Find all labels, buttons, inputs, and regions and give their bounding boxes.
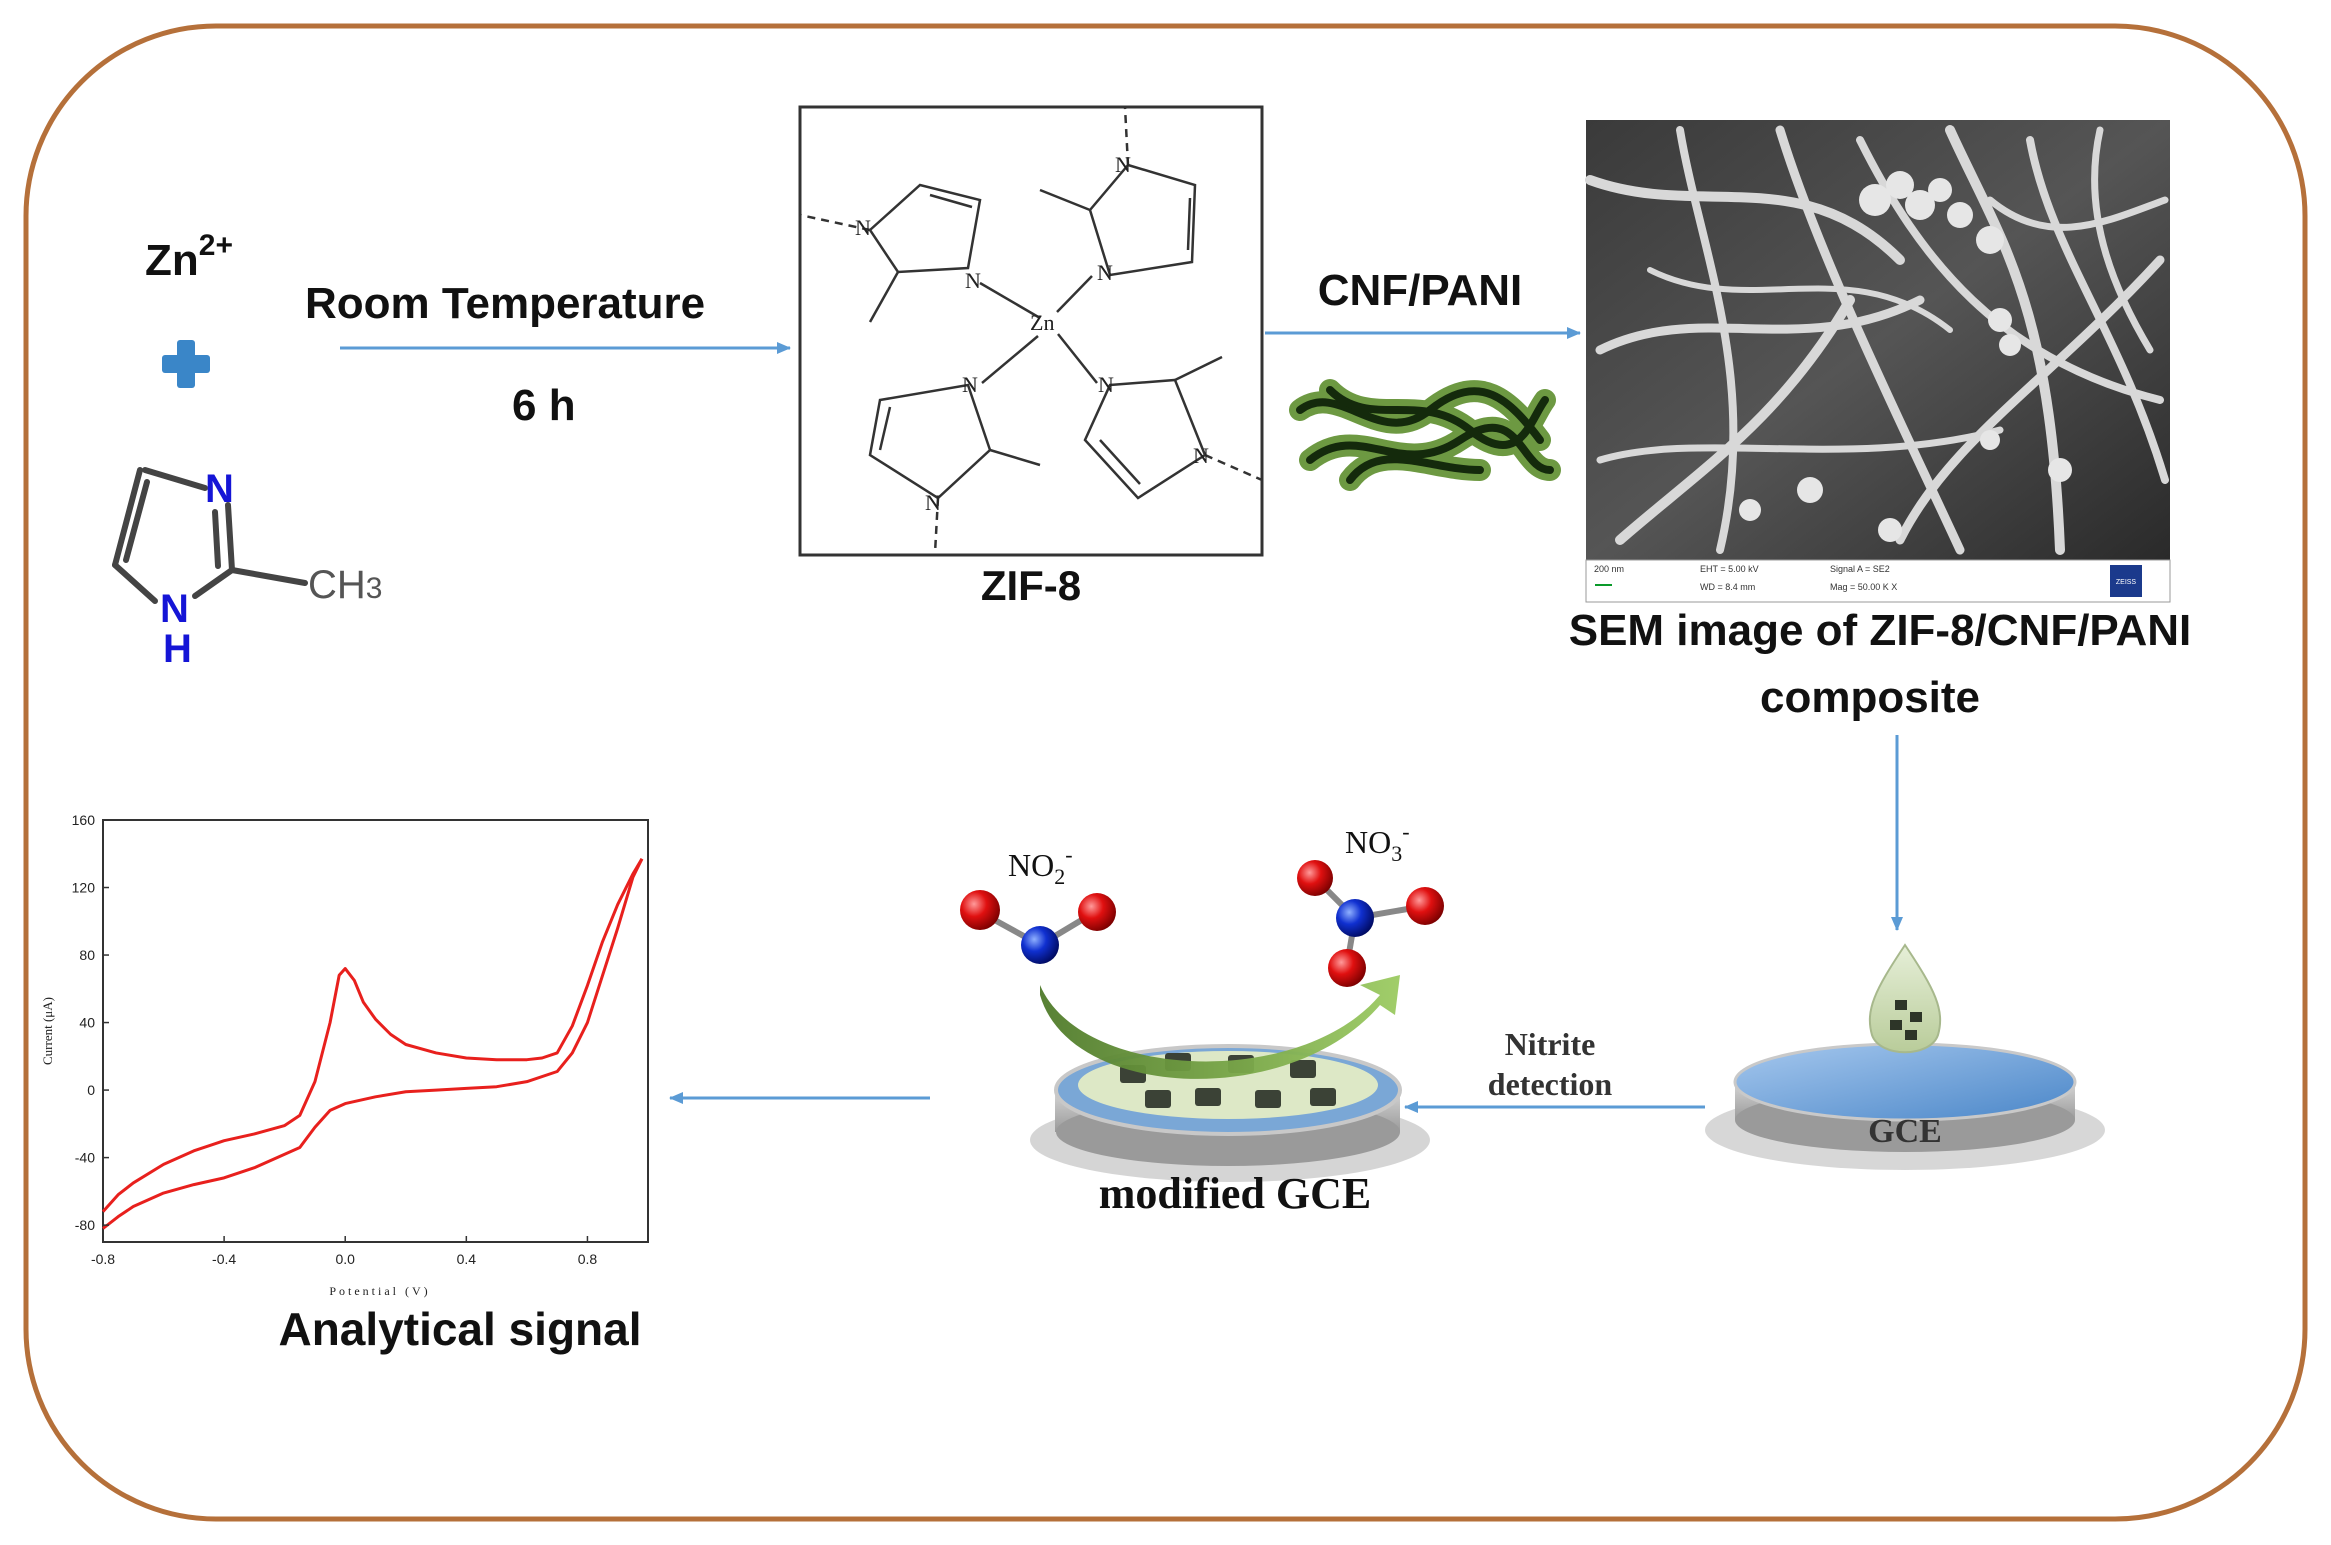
cv-xlabel: Potential (V) <box>329 1284 430 1298</box>
nitrate-molecule <box>1297 860 1444 987</box>
step2-label: CNF/PANI <box>1318 266 1523 315</box>
cv-ytick-label: -40 <box>75 1150 95 1166</box>
zif8-n-4a: N <box>1098 372 1114 397</box>
step2-group: CNF/PANI <box>1265 266 1581 491</box>
sem-brand-logo <box>2110 565 2142 597</box>
step1-group: Room Temperature 6 h <box>305 279 791 430</box>
zif8-label: ZIF-8 <box>981 562 1081 609</box>
methyl-label: CH3 <box>308 563 382 607</box>
cv-ytick-label: 160 <box>72 812 96 828</box>
nitrite-detection-group: Nitrite detection <box>1404 1026 1705 1113</box>
zif8-zinc-label: Zn <box>1030 310 1054 335</box>
cnf-pani-fibers-icon <box>1289 379 1561 491</box>
nitrite-molecule <box>960 890 1116 964</box>
nitrate-formula: NO3- <box>1345 819 1410 866</box>
sem-brand-text: ZEISS <box>2116 579 2137 586</box>
sem-info-2: WD = 8.4 mm <box>1700 582 1755 592</box>
ring-hydrogen: H <box>163 627 192 671</box>
modified-gce-label: modified GCE <box>1099 1169 1372 1218</box>
sem-fibers <box>1585 125 2169 555</box>
signal-caption: Analytical signal <box>278 1303 641 1355</box>
sem-image-group: 200 nm EHT = 5.00 kV WD = 8.4 mm Signal … <box>1569 120 2192 722</box>
cv-xtick-label: -0.8 <box>91 1251 115 1267</box>
detection-label-line1: Nitrite <box>1505 1026 1596 1062</box>
cv-ytick-label: 0 <box>87 1082 95 1098</box>
zif8-n-4b: N <box>1193 443 1209 468</box>
imidazole-structure <box>112 467 308 604</box>
zif8-n-3b: N <box>925 490 941 515</box>
zinc-ion-label: Zn2+ <box>145 229 233 285</box>
cv-xtick-label: 0.8 <box>578 1251 598 1267</box>
reactants-group: Zn2+ N N H CH3 <box>112 229 382 671</box>
gce-electrode-group: GCE <box>1705 943 2105 1170</box>
sem-info-1: EHT = 5.00 kV <box>1700 564 1759 574</box>
cv-xtick-label: 0.0 <box>335 1251 355 1267</box>
cv-xtick-label: -0.4 <box>212 1251 236 1267</box>
cv-ytick-label: 80 <box>79 947 95 963</box>
cv-ytick-label: -80 <box>75 1217 95 1233</box>
sem-caption-line1: SEM image of ZIF-8/CNF/PANI <box>1569 606 2192 655</box>
drop-icon <box>1868 943 1942 1054</box>
cv-ytick-label: 40 <box>79 1015 95 1031</box>
gce-label: GCE <box>1868 1113 1942 1150</box>
sem-info-4: Mag = 50.00 K X <box>1830 582 1897 592</box>
sem-info-bar <box>1585 559 2171 603</box>
cv-series-0 <box>101 858 644 1213</box>
cv-plot-frame <box>102 819 649 1243</box>
cv-chart: -0.8 -0.4 0.0 0.4 0.8 -80 -40 0 40 80 120 160 Curre… <box>40 812 649 1298</box>
sem-caption-line2: composite <box>1760 673 1980 722</box>
step1-condition-top: Room Temperature <box>305 279 705 328</box>
zif8-n-1a: N <box>855 215 871 240</box>
zif8-bonds <box>799 106 1263 554</box>
modified-gce-group: modified GCE NO2- NO3- <box>960 819 1444 1218</box>
gce-disk-top <box>1733 1042 2077 1122</box>
cv-xtick-label: 0.4 <box>457 1251 477 1267</box>
step1-condition-bottom: 6 h <box>512 381 576 430</box>
conversion-arrow <box>1040 975 1400 1079</box>
sem-info-3: Signal A = SE2 <box>1830 564 1890 574</box>
nitrite-formula: NO2- <box>1008 842 1073 889</box>
cv-marks: -0.8 -0.4 0.0 0.4 0.8 -80 -40 0 40 80 120 160 <box>72 812 644 1267</box>
cv-ylabel: Current (μA) <box>40 997 55 1065</box>
detection-label-line2: detection <box>1488 1066 1613 1102</box>
ring-nitrogen-top: N <box>205 467 234 511</box>
outer-frame <box>23 23 2308 1522</box>
zif8-n-2a: N <box>1115 152 1131 177</box>
plus-icon <box>162 340 210 388</box>
zif8-n-3a: N <box>962 372 978 397</box>
zif8-n-1b: N <box>965 268 981 293</box>
zif8-group: Zn N N N N N N N N ZIF-8 <box>798 105 1264 609</box>
cv-series-1 <box>102 858 644 1230</box>
sem-particles <box>1739 171 2072 542</box>
cv-ytick-label: 120 <box>72 880 96 896</box>
sem-scale-text: 200 nm <box>1594 564 1624 574</box>
zif8-n-2b: N <box>1097 260 1113 285</box>
ring-nitrogen-bottom: N <box>160 587 189 631</box>
